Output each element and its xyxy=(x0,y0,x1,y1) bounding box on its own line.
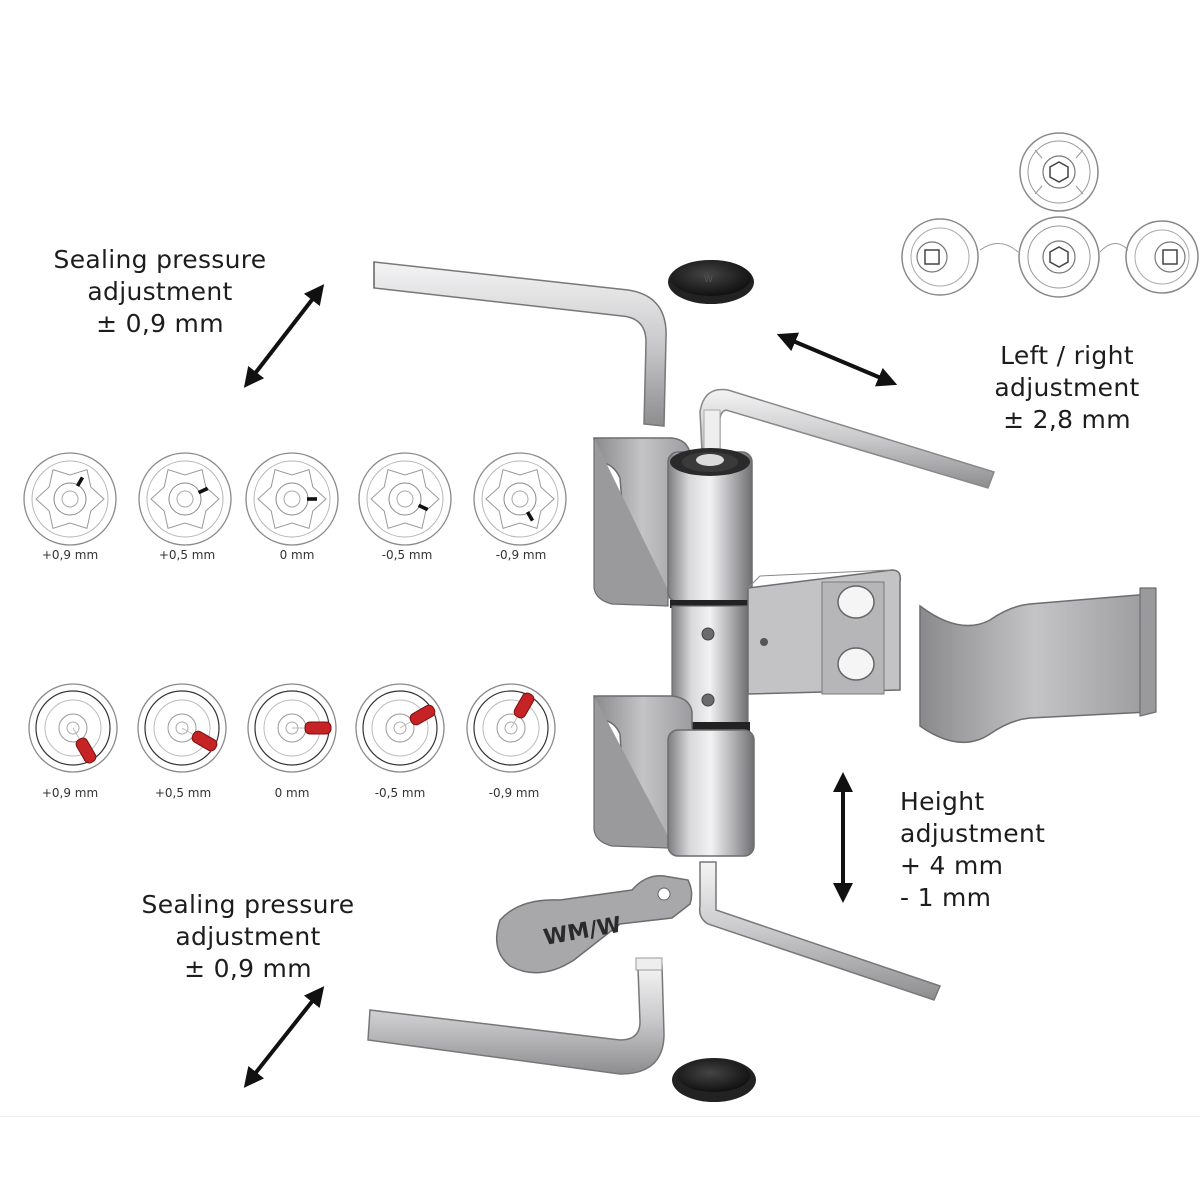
hex-key-top xyxy=(373,261,667,427)
sealing-dial-bottom-2 xyxy=(137,683,227,773)
lr-dial-connector-right xyxy=(1099,243,1129,253)
lr-dial-right xyxy=(1125,220,1199,294)
lr-dial-connector-left xyxy=(979,243,1019,253)
hinge-assembly xyxy=(593,437,902,857)
sealing-dial-bottom-1 xyxy=(28,683,118,773)
sealing-dial-top-1 xyxy=(23,452,117,546)
label-sealing-bottom-line3: ± 0,9 mm xyxy=(184,954,312,983)
label-left-right-line3: ± 2,8 mm xyxy=(1003,405,1131,434)
sealing-dial-top-5 xyxy=(473,452,567,546)
label-left-right: Left / right adjustment ± 2,8 mm xyxy=(962,340,1172,436)
dial-bottom-caption-3: 0 mm xyxy=(274,786,310,800)
dial-cam-marker-icon xyxy=(304,721,332,735)
dial-cam-marker-icon xyxy=(513,692,535,719)
lr-dial-center-top xyxy=(1019,132,1099,212)
sealing-top-arrow xyxy=(243,284,325,388)
dial-cam-marker-icon xyxy=(191,730,218,752)
dial-marker-icon xyxy=(525,511,535,522)
label-height-line4: - 1 mm xyxy=(900,883,992,912)
cover-cap-bottom xyxy=(672,1058,756,1102)
left-right-arrow xyxy=(776,332,898,387)
dial-bottom-caption-1: +0,9 mm xyxy=(41,786,99,800)
label-sealing-bottom: Sealing pressure adjustment ± 0,9 mm xyxy=(118,889,378,985)
svg-text:W: W xyxy=(704,275,713,285)
hex-key-bottom xyxy=(367,957,665,1075)
label-height-line2: adjustment xyxy=(900,819,1046,848)
dial-top-caption-2: +0,5 mm xyxy=(158,548,216,562)
dial-marker-icon xyxy=(307,497,317,501)
sealing-dial-top-2 xyxy=(138,452,232,546)
label-left-right-line2: adjustment xyxy=(994,373,1140,402)
lr-dial-center xyxy=(1018,216,1100,298)
footer-divider xyxy=(0,1116,1200,1117)
dial-bottom-caption-2: +0,5 mm xyxy=(154,786,212,800)
label-sealing-top-line2: adjustment xyxy=(87,277,233,306)
sealing-dial-bottom-4 xyxy=(355,683,445,773)
dial-cam-marker-icon xyxy=(75,737,97,764)
label-sealing-top: Sealing pressure adjustment ± 0,9 mm xyxy=(30,244,290,340)
hex-key-lower-right xyxy=(698,861,942,1001)
label-height: Height adjustment + 4 mm - 1 mm xyxy=(900,786,1120,914)
label-sealing-top-line1: Sealing pressure xyxy=(53,245,267,274)
dial-cam-marker-icon xyxy=(409,704,436,726)
dial-top-caption-3: 0 mm xyxy=(279,548,315,562)
dial-bottom-caption-5: -0,9 mm xyxy=(488,786,540,800)
hinge-cover-right xyxy=(919,587,1157,744)
lr-dial-left xyxy=(901,218,979,296)
label-height-line1: Height xyxy=(900,787,985,816)
label-sealing-top-line3: ± 0,9 mm xyxy=(96,309,224,338)
dial-marker-icon xyxy=(75,476,85,487)
cover-cap-top: W xyxy=(668,260,754,304)
label-height-line3: + 4 mm xyxy=(900,851,1004,880)
label-sealing-bottom-line2: adjustment xyxy=(175,922,321,951)
label-left-right-line1: Left / right xyxy=(1000,341,1134,370)
sealing-dial-top-4 xyxy=(358,452,452,546)
sealing-dial-top-3 xyxy=(245,452,339,546)
sealing-dial-bottom-5 xyxy=(466,683,556,773)
label-sealing-bottom-line1: Sealing pressure xyxy=(141,890,355,919)
dial-bottom-caption-4: -0,5 mm xyxy=(374,786,426,800)
dial-top-caption-4: -0,5 mm xyxy=(381,548,433,562)
dial-marker-icon xyxy=(197,486,209,495)
dial-top-caption-1: +0,9 mm xyxy=(41,548,99,562)
sealing-dial-bottom-3 xyxy=(247,683,337,773)
sealing-bottom-arrow xyxy=(243,986,325,1088)
dial-marker-icon xyxy=(417,503,429,512)
dial-top-caption-5: -0,9 mm xyxy=(495,548,547,562)
